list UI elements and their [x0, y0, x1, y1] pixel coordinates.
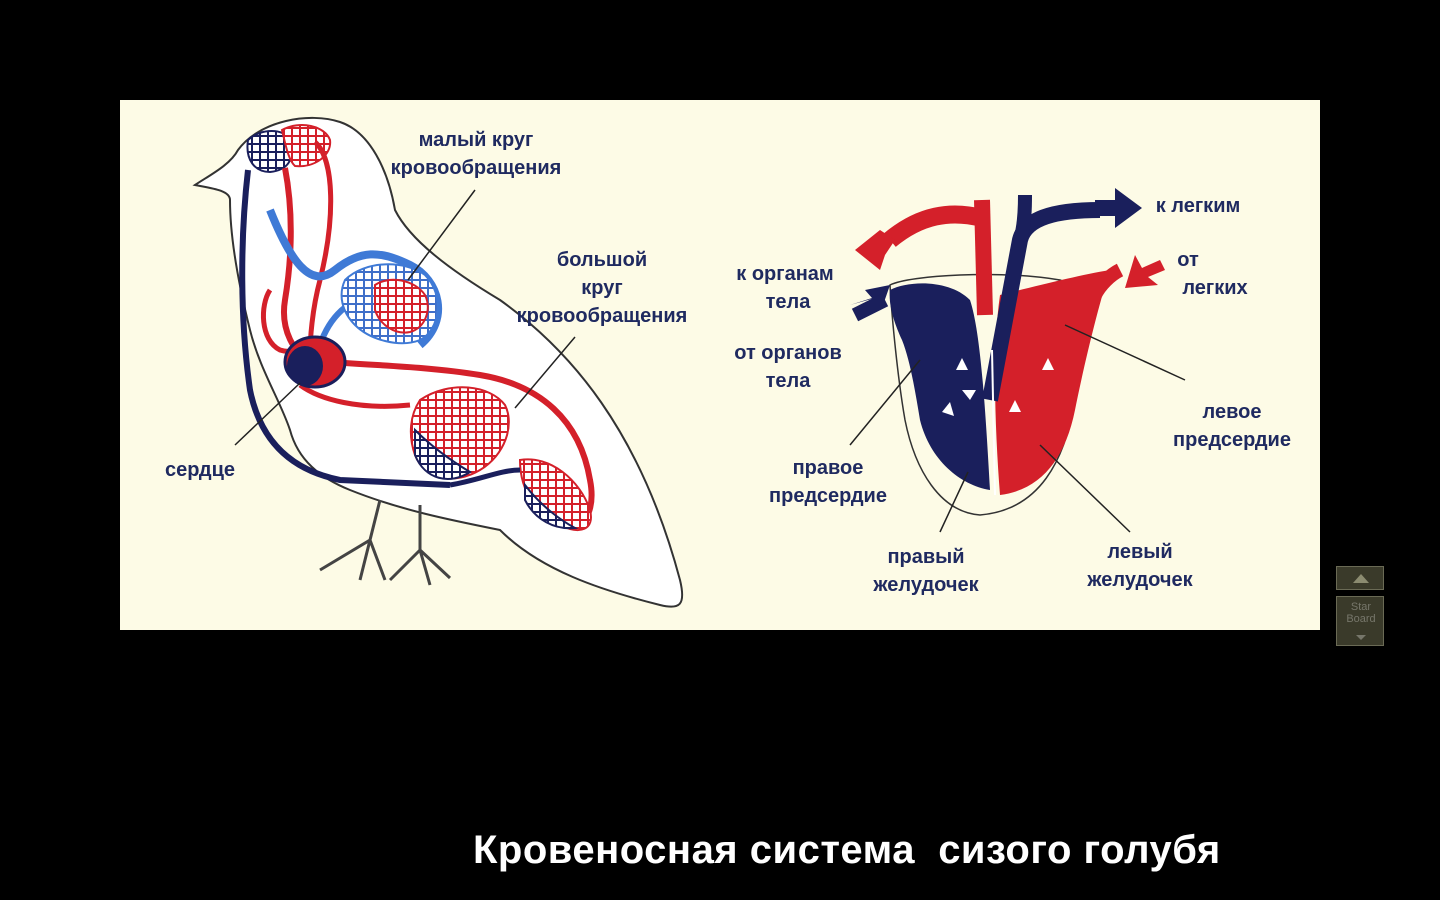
label-left-atrium-line1: левое [1203, 401, 1262, 423]
pigeon-figure [192, 116, 684, 608]
label-pulmonary-line2: кровообращения [391, 157, 562, 179]
label-to-body-line2: тела [766, 291, 812, 313]
label-right-atrium-line2: предсердие [769, 485, 887, 507]
label-right-atrium-line1: правое [793, 457, 864, 479]
heart-figure [884, 194, 1124, 516]
up-arrow-icon [1353, 574, 1369, 583]
label-from-lungs-line1: от [1177, 249, 1199, 271]
circulatory-diagram: малый круг кровообращения большой круг к… [165, 116, 1291, 608]
label-from-body-line2: тела [766, 370, 812, 392]
label-left-ventricle-line1: левый [1107, 541, 1172, 563]
label-to-body-line1: к органам [736, 263, 833, 285]
label-left-atrium-line2: предсердие [1173, 429, 1291, 451]
label-from-body-line1: от органов [734, 342, 842, 364]
label-from-lungs-line2: легких [1182, 277, 1247, 299]
label-systemic-line2: круг [581, 277, 622, 299]
label-left-ventricle-line2: желудочек [1086, 569, 1193, 591]
label-to-lungs: к легким [1156, 195, 1241, 217]
label-systemic-line3: кровообращения [517, 305, 688, 327]
star-board-button[interactable]: Star Board [1336, 596, 1384, 646]
label-systemic-line1: большой [557, 249, 647, 271]
label-right-ventricle-line2: желудочек [872, 574, 979, 596]
label-pulmonary-line1: малый круг [419, 129, 534, 151]
star-board-label: Star Board [1346, 601, 1376, 625]
down-arrow-icon [1356, 635, 1366, 640]
scroll-up-button[interactable] [1336, 566, 1384, 590]
slide-caption: Кровеносная система сизого голубя [473, 828, 1221, 872]
label-heart: сердце [165, 459, 235, 481]
label-right-ventricle-line1: правый [887, 546, 964, 568]
flow-arrows [850, 188, 1165, 322]
diagram-panel: малый круг кровообращения большой круг к… [120, 100, 1320, 630]
